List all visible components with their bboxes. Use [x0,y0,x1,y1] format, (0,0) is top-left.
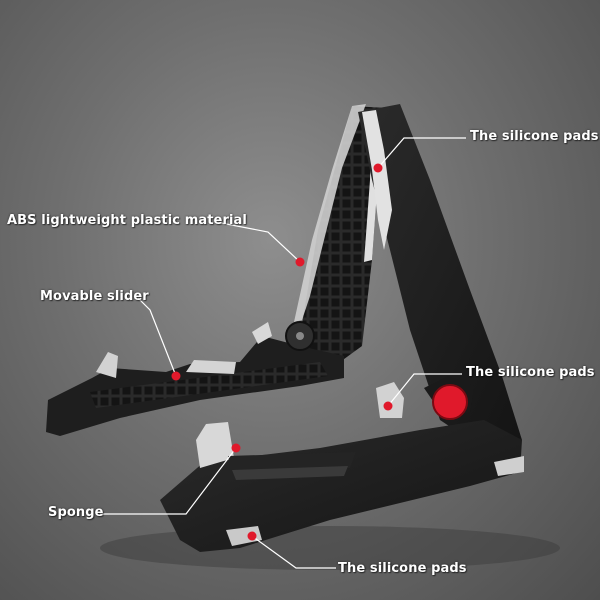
label-abs-material: ABS lightweight plastic material [7,213,247,228]
callout-markers [171,163,393,541]
marker-silicone-middle [383,401,393,411]
label-silicone-pads-bottom: The silicone pads [338,561,467,576]
leader-lines [100,137,466,569]
label-silicone-pads-middle: The silicone pads [466,365,595,380]
floor-shadow [100,526,560,570]
back-base [46,321,344,436]
release-button [432,384,468,420]
label-silicone-pads-top: The silicone pads [470,129,599,144]
label-sponge: Sponge [48,505,104,520]
label-movable-slider: Movable slider [40,289,149,304]
marker-silicone-top [373,163,383,173]
marker-slider [171,371,181,381]
marker-sponge [231,443,241,453]
marker-abs [295,257,305,267]
front-base [160,382,524,552]
marker-silicone-bottom [247,531,257,541]
